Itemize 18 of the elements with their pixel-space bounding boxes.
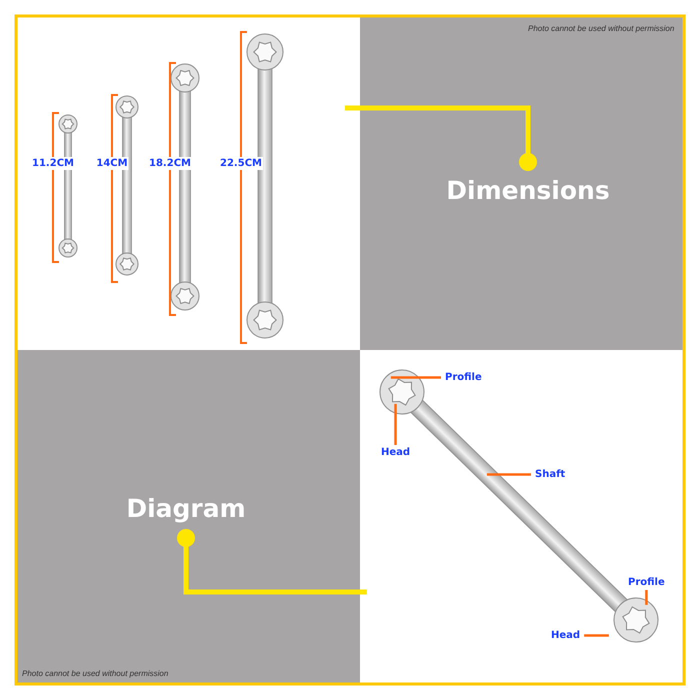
- leader-line: [645, 590, 648, 605]
- part-label: Head: [551, 630, 580, 641]
- notice-text: Photo cannot be used without permission: [22, 669, 168, 678]
- leader-line: [486, 473, 531, 476]
- dimension-label: 18.2CM: [148, 157, 192, 170]
- leader-line: [584, 634, 609, 637]
- dimension-label: 14CM: [95, 157, 129, 170]
- leader-line: [177, 529, 367, 594]
- heading: Diagram: [126, 494, 246, 523]
- part-label: Shaft: [535, 469, 566, 480]
- dimension-label: 11.2CM: [31, 157, 75, 170]
- notice-text: Photo cannot be used without permission: [528, 24, 674, 33]
- dimension-label: 22.5CM: [219, 157, 263, 170]
- part-label: Profile: [628, 577, 665, 588]
- leader-line: [345, 106, 537, 171]
- heading: Dimensions: [446, 176, 610, 205]
- part-label: Profile: [445, 372, 482, 383]
- part-label: Head: [381, 447, 410, 458]
